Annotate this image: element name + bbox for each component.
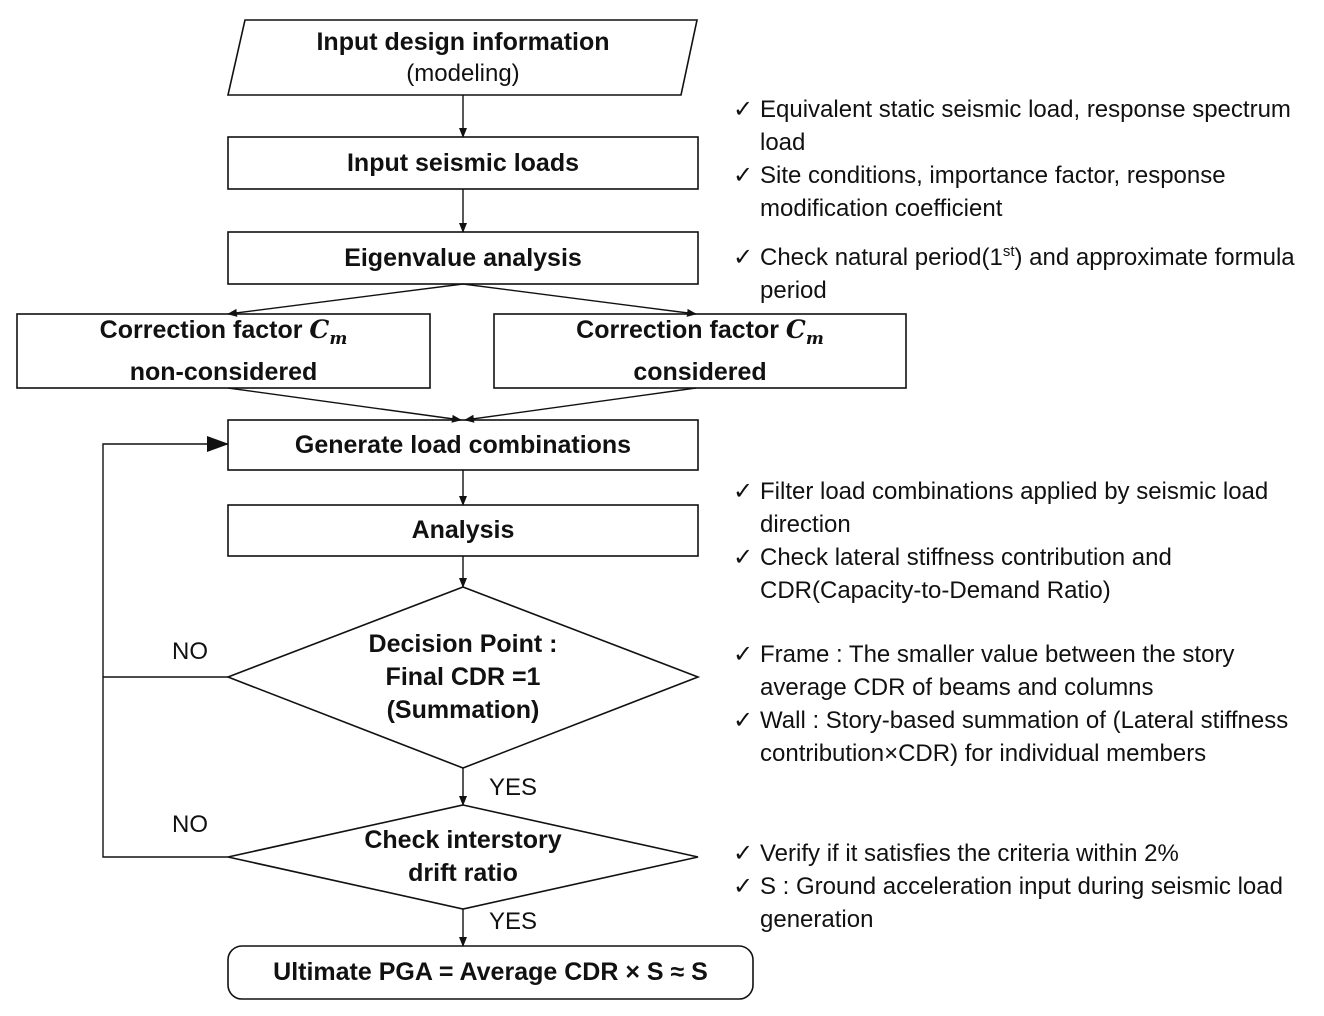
ultimate-label: Ultimate PGA = Average CDR × S ≈ S [273, 958, 708, 986]
cm-yes-symbol: Cm [785, 315, 824, 349]
check-icon: ✓ [733, 873, 754, 900]
decision-line2: Final CDR =1 [385, 662, 541, 691]
loop-line-drift [102, 436, 229, 858]
input-seismic-box [227, 136, 699, 190]
note-item: ✓Frame : The smaller value between the s… [733, 638, 1303, 704]
eigen-label: Eigenvalue analysis [344, 243, 582, 272]
note-item: ✓S : Ground acceleration input during se… [733, 870, 1293, 936]
cm-non-box [16, 313, 431, 389]
cm-non-label: Correction factor Cm non-considered [17, 314, 430, 388]
input-seismic-label: Input seismic loads [346, 148, 579, 177]
note-item: ✓Check natural period(1st) and approxima… [733, 243, 1295, 304]
drift-label: Check interstory drift ratio [228, 822, 698, 892]
no-label-decision: NO [172, 638, 208, 665]
note-item: ✓Wall : Story-based summation of (Latera… [733, 704, 1303, 770]
check-icon: ✓ [733, 162, 754, 189]
check-icon: ✓ [733, 840, 754, 867]
check-icon: ✓ [733, 96, 754, 123]
note-item: ✓Equivalent static seismic load, respons… [733, 93, 1293, 159]
cm-yes-box [493, 313, 907, 389]
cm-yes-line1: Correction factor Cm [576, 313, 824, 356]
check-icon: ✓ [733, 478, 754, 505]
cm-non-line1: Correction factor Cm [100, 313, 348, 356]
notes-group-1: ✓Equivalent static seismic load, respons… [733, 93, 1293, 225]
check-icon: ✓ [733, 641, 754, 668]
no-label-drift: NO [172, 811, 208, 838]
decision-label: Decision Point : Final CDR =1 (Summation… [228, 626, 698, 728]
gen-load-label: Generate load combinations [294, 430, 632, 459]
note-item: ✓Check lateral stiffness contribution an… [733, 541, 1313, 607]
arrow-cm-non-to-gen [227, 387, 462, 423]
decision-line1: Decision Point : [368, 629, 558, 658]
notes-group-3: ✓Filter load combinations applied by sei… [733, 475, 1313, 607]
drift-line1: Check interstory [364, 826, 562, 854]
notes-group-2: ✓Check natural period(1st) and approxima… [733, 241, 1313, 307]
note-item: ✓Filter load combinations applied by sei… [733, 475, 1313, 541]
cm-non-line2: non-considered [129, 358, 318, 386]
note-item: ✓Site conditions, importance factor, res… [733, 159, 1293, 225]
check-icon: ✓ [733, 544, 754, 571]
analysis-box [227, 504, 699, 557]
input-design-label: Input design information (modeling) [228, 20, 698, 95]
input-design-title: Input design information [316, 28, 610, 56]
arrow-eigen-to-cm-non [227, 283, 464, 317]
arrow-cm-yes-to-gen [464, 387, 697, 423]
note-item: ✓Verify if it satisfies the criteria wit… [733, 837, 1293, 870]
cm-yes-label: Correction factor Cm considered [494, 314, 906, 388]
decision-line3: (Summation) [386, 695, 540, 724]
yes-label-decision: YES [489, 774, 538, 801]
notes-group-4: ✓Frame : The smaller value between the s… [733, 638, 1303, 770]
check-icon: ✓ [733, 244, 754, 271]
input-design-subtitle: (modeling) [406, 60, 520, 87]
cm-non-symbol: Cm [309, 315, 348, 349]
cm-yes-line2: considered [633, 358, 767, 386]
cm-yes-prefix: Correction factor [576, 316, 779, 344]
drift-line2: drift ratio [408, 859, 518, 887]
input-design-shape [226, 19, 698, 96]
ultimate-box [227, 945, 754, 1000]
notes-group-5: ✓Verify if it satisfies the criteria wit… [733, 837, 1293, 936]
check-icon: ✓ [733, 707, 754, 734]
cm-non-prefix: Correction factor [99, 316, 303, 344]
analysis-label: Analysis [411, 516, 515, 544]
arrow-eigen-to-cm-yes [462, 283, 697, 317]
yes-label-drift: YES [489, 908, 538, 935]
